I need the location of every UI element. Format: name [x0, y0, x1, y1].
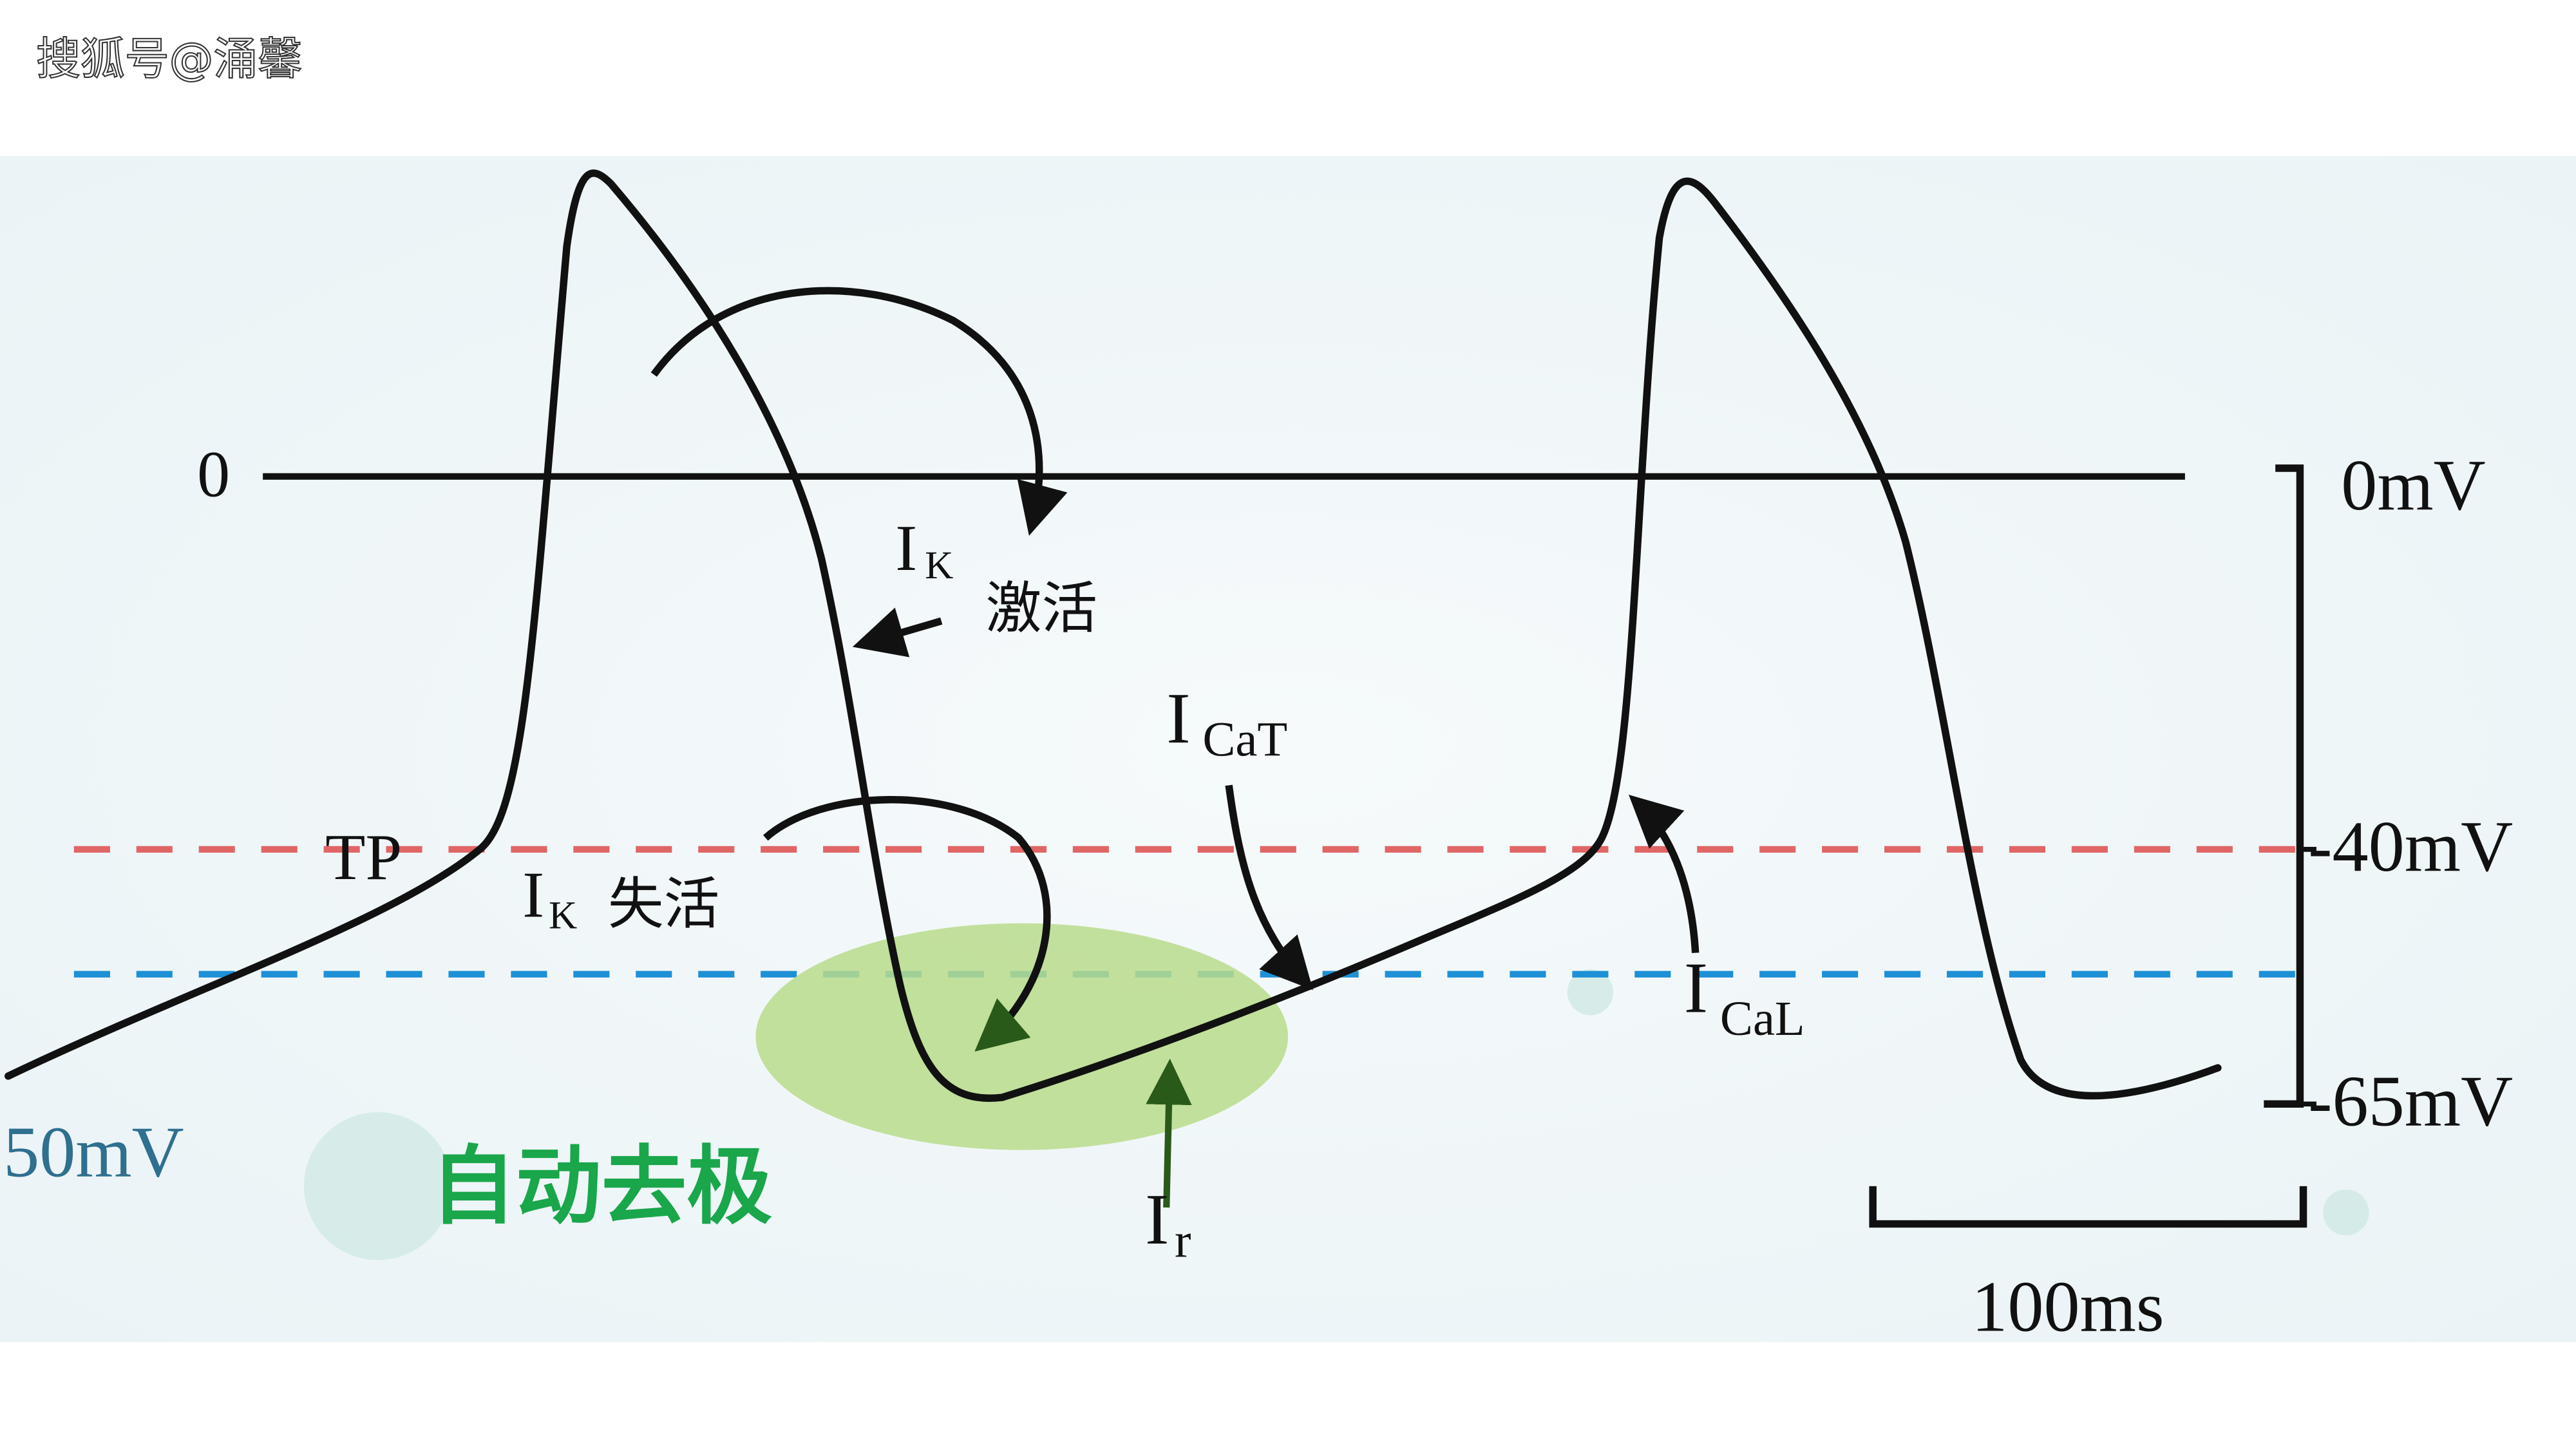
- left-voltage-label: 50mV: [3, 1113, 184, 1193]
- header-strip: [0, 0, 2576, 156]
- svg-text:I: I: [1166, 679, 1190, 759]
- svg-text:I: I: [1684, 948, 1708, 1028]
- footer-strip: [0, 1342, 2576, 1449]
- svg-text:I: I: [522, 858, 544, 931]
- ical-label: I CaL: [1684, 948, 1805, 1046]
- svg-text:r: r: [1175, 1213, 1191, 1268]
- decorative-circle: [1567, 969, 1614, 1016]
- auto-depolarization-highlight: [755, 923, 1288, 1150]
- svg-text:K: K: [925, 544, 953, 587]
- ik-activation-short-arrow: [852, 607, 943, 658]
- ik-activation-label: I K 激活: [895, 512, 1097, 641]
- scale-label-minus65mv: -65mV: [2308, 1061, 2513, 1141]
- icat-arrow: [1225, 784, 1313, 990]
- tp-label: TP: [325, 821, 402, 894]
- decorative-circle: [2323, 1189, 2369, 1236]
- ir-label: I r: [1145, 1180, 1191, 1267]
- voltage-scale-bar: [2264, 464, 2304, 1108]
- time-scale-bar: [1869, 1186, 2307, 1228]
- ical-arrow: [1628, 795, 1700, 953]
- svg-text:K: K: [549, 893, 577, 937]
- svg-text:I: I: [1145, 1180, 1169, 1260]
- svg-text:CaL: CaL: [1720, 991, 1805, 1046]
- scale-label-100ms: 100ms: [1971, 1267, 2164, 1347]
- svg-text:激活: 激活: [986, 576, 1097, 641]
- ik-inactivation-arc-arrow: [762, 795, 1051, 1052]
- watermark: 搜狐号@涌馨: [36, 33, 302, 85]
- zero-label: 0: [197, 438, 230, 511]
- action-potential-curve: [5, 169, 2222, 1102]
- scale-label-0mv: 0mV: [2341, 446, 2485, 526]
- ik-inactivation-label: I K 失活: [522, 858, 719, 937]
- decorative-circle: [303, 1112, 452, 1260]
- ir-arrow: [1146, 1058, 1192, 1208]
- svg-text:失活: 失活: [608, 872, 719, 937]
- auto-depolarization-label: 自动去极: [430, 1137, 772, 1236]
- ik-activation-arc-arrow: [650, 287, 1068, 536]
- svg-text:CaT: CaT: [1202, 712, 1287, 766]
- svg-text:I: I: [895, 512, 917, 585]
- icat-label: I CaT: [1166, 679, 1287, 766]
- scale-label-minus40mv: -40mV: [2308, 807, 2513, 887]
